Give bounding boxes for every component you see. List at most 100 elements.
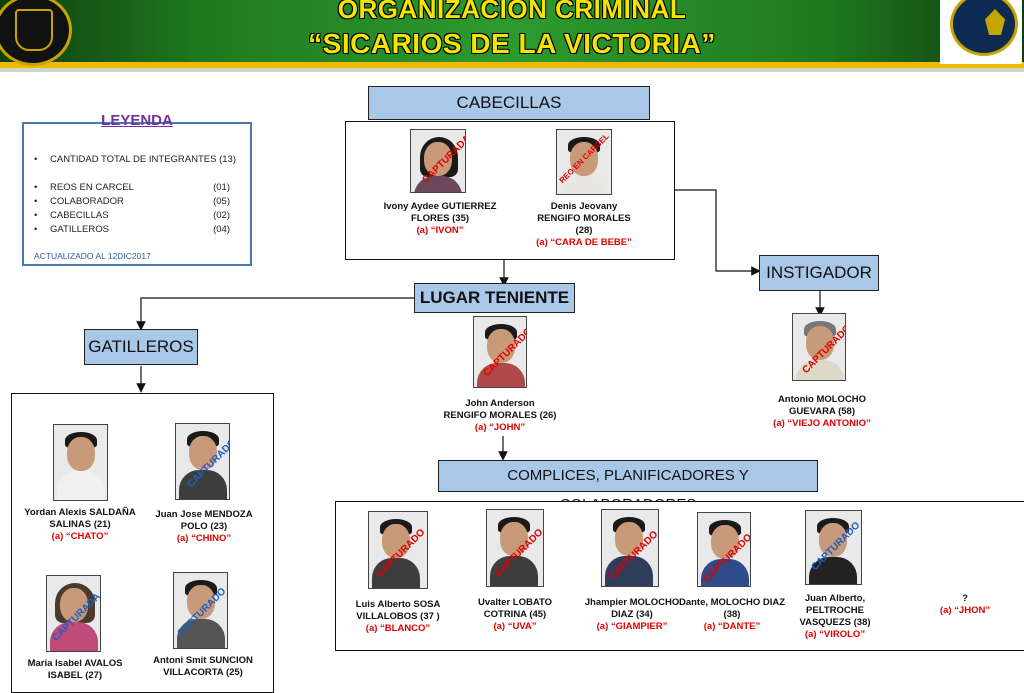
photo-body	[372, 558, 420, 588]
photo-face	[615, 522, 643, 556]
photo-body	[177, 619, 225, 648]
photo-juanalberto: CAPTURADO	[805, 510, 862, 585]
person-name: VILLACORTA (25)	[163, 667, 243, 678]
complices-box	[335, 501, 1024, 651]
person-name: John Anderson	[465, 398, 535, 409]
photo-face	[424, 142, 452, 176]
photo-face	[570, 142, 598, 176]
person-alias: (a) “JHON”	[939, 605, 991, 616]
legend-label: CABECILLAS	[50, 210, 109, 221]
person-alias: (a) “VIROLO”	[804, 629, 866, 640]
group-label-complices: COMPLICES, PLANIFICADORES Y COLABORADORE…	[438, 460, 818, 513]
photo-body	[809, 557, 857, 584]
photo-body	[605, 556, 653, 586]
photo-face	[189, 436, 217, 470]
photo-body	[796, 360, 844, 380]
group-label-gatilleros: GATILLEROS	[84, 329, 198, 365]
photo-face	[711, 525, 739, 559]
photo-body	[701, 559, 749, 586]
person-name: Dante, MOLOCHO DIAZ	[678, 597, 786, 608]
photo-jhampier: CAPTURADO	[601, 509, 659, 587]
crest-shield-icon	[15, 9, 53, 51]
photo-luis: CAPTURADO	[368, 511, 428, 589]
person-name: Luis Alberto SOSA	[355, 599, 441, 610]
person-name: Yordan Alexis SALDAÑA	[24, 507, 136, 518]
person-alias: (a) “IVON”	[416, 225, 464, 236]
legend-bullet: •	[34, 210, 38, 221]
photo-john: CAPTURADO	[473, 316, 527, 388]
person-name: RENGIFO MORALES (26)	[443, 410, 557, 421]
photo-face	[487, 329, 515, 363]
person-alias: (a) “CARA DE BEBE”	[536, 237, 632, 248]
group-label-instigador: INSTIGADOR	[759, 255, 879, 291]
photo-denis: REO EN CARCEL	[556, 129, 612, 195]
photo-face	[67, 437, 95, 471]
arrow-to-gatilleros	[136, 297, 414, 331]
legend-bullet: •	[34, 196, 38, 207]
seal-circle	[950, 0, 1018, 56]
person-name: COTRINA (45)	[483, 609, 547, 620]
photo-body	[477, 363, 525, 387]
person-denis: Denis Jeovany RENGIFO MORALES (28) (a) “…	[520, 201, 648, 249]
person-name: DIAZ (34)	[611, 609, 653, 620]
page-title-line1: ORGANIZACION CRIMINAL	[337, 0, 687, 24]
legend-value: (04)	[213, 224, 230, 235]
legend-label: CANTIDAD TOTAL DE INTEGRANTES (13)	[50, 154, 236, 165]
photo-dante: CAPTURADO	[697, 512, 751, 587]
photo-face	[819, 523, 847, 557]
person-alias: (a) “GIAMPIER”	[596, 621, 668, 632]
photo-body	[560, 176, 608, 194]
legend-row-reos: •REOS EN CARCEL(01)	[34, 182, 240, 193]
arrow-to-instigador	[675, 189, 761, 276]
photo-uvalter: CAPTURADO	[486, 509, 544, 587]
legend-value: (05)	[213, 196, 230, 207]
photo-body	[50, 622, 98, 651]
legend-row-cabecillas: • CABECILLAS (02)	[34, 210, 240, 221]
person-antonio: Antonio MOLOCHO GUEVARA (58) (a) “VIEJO …	[755, 394, 889, 430]
person-alias: (a) “CHATO”	[51, 531, 109, 542]
person-luis: Luis Alberto SOSA VILLALOBOS (37 ) (a) “…	[345, 599, 451, 635]
legend-bullet: •	[34, 154, 38, 165]
legend-value: (01)	[213, 182, 230, 193]
person-jhon: ? (a) “JHON”	[930, 593, 1000, 617]
person-name: VASQUEZS (38)	[799, 617, 871, 628]
person-name: Juan Alberto, PELTROCHE	[804, 593, 866, 616]
person-ivony: Ivony Aydee GUTIERREZ FLORES (35) (a) “I…	[370, 201, 510, 237]
header-stripe-light	[0, 68, 1024, 72]
person-name: POLO (23)	[180, 521, 228, 532]
group-label-cabecillas: CABECILLAS	[368, 86, 650, 120]
person-name: Antoni Smit SUNCION	[153, 655, 253, 666]
photo-body	[490, 556, 538, 586]
photo-antonio: CAPTURADO	[792, 313, 846, 381]
cabecillas-box	[345, 121, 675, 260]
person-name: ISABEL (27)	[47, 670, 103, 681]
legend-bullet: •	[34, 182, 38, 193]
photo-body	[179, 470, 227, 499]
person-name: Antonio MOLOCHO	[777, 394, 867, 405]
legend-value: (02)	[213, 210, 230, 221]
person-jhampier: Jhampier MOLOCHO DIAZ (34) (a) “GIAMPIER…	[582, 597, 682, 633]
seal-emblem-icon	[985, 9, 1005, 35]
person-name: (28)	[575, 225, 593, 236]
person-juanalberto: Juan Alberto, PELTROCHE VASQUEZS (38) (a…	[775, 593, 895, 641]
photo-maria: CAPTURADA	[46, 575, 101, 652]
photo-face	[187, 585, 215, 619]
person-name: VILLALOBOS (37 )	[356, 611, 440, 622]
legend-row-colaborador: • COLABORADOR (05)	[34, 196, 240, 207]
person-alias: (a) “JOHN”	[474, 422, 526, 433]
photo-face	[806, 326, 834, 360]
person-alias: (a) “UVA”	[493, 621, 537, 632]
legend-title: LEYENDA	[101, 112, 173, 129]
photo-body	[57, 471, 105, 500]
group-label-lugar-teniente: LUGAR TENIENTE	[414, 283, 575, 313]
person-name: FLORES (35)	[410, 213, 470, 224]
person-john: John Anderson RENGIFO MORALES (26) (a) “…	[430, 398, 570, 434]
legend-label: GATILLEROS	[50, 224, 109, 235]
photo-face	[500, 522, 528, 556]
legend-updated: ACTUALIZADO AL 12DIC2017	[34, 251, 151, 261]
person-maria: Maria Isabel AVALOS ISABEL (27)	[15, 658, 135, 682]
legend-label: COLABORADOR	[50, 196, 124, 207]
page-title-line2: “SICARIOS DE LA VICTORIA”	[308, 28, 716, 59]
person-alias: (a) “BLANCO”	[365, 623, 431, 634]
person-alias: (a) “VIEJO ANTONIO”	[773, 418, 871, 429]
